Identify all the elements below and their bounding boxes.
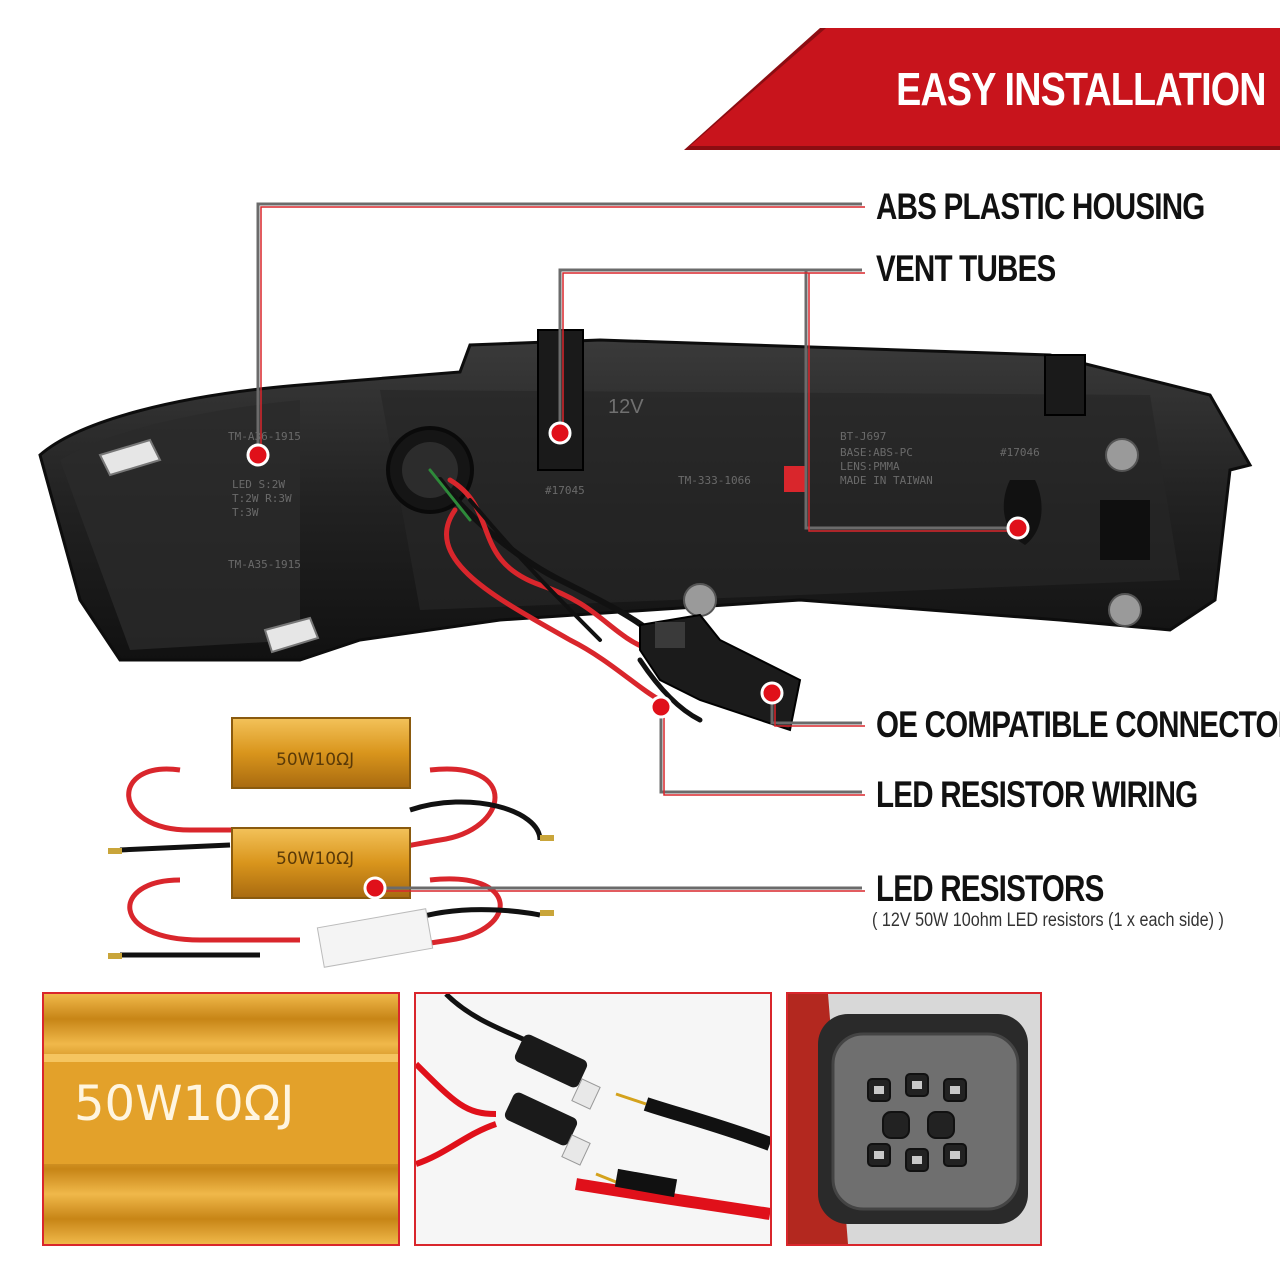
marker-vent-1 — [548, 421, 572, 445]
callout-housing: ABS PLASTIC HOUSING — [876, 186, 1205, 227]
marker-housing — [246, 443, 270, 467]
callout-resistors: LED RESISTORS — [876, 868, 1104, 909]
svg-text:TM-333-1066: TM-333-1066 — [678, 474, 751, 487]
connector-closeup-image — [788, 994, 1040, 1244]
wiring-harness — [428, 468, 703, 723]
svg-text:T:3W: T:3W — [232, 506, 259, 519]
leader-lines — [256, 202, 1021, 892]
callout-connector: OE COMPATIBLE CONNECTOR — [876, 704, 1280, 745]
svg-text:BASE:ABS-PC: BASE:ABS-PC — [840, 446, 913, 459]
resistor-closeup-label: 50W10ΩJ — [74, 1076, 295, 1132]
callout-vent-tubes: VENT TUBES — [876, 248, 1056, 289]
detail-panel-wiring — [414, 992, 772, 1246]
header-banner — [684, 28, 1280, 150]
marker-vent-2 — [1006, 516, 1030, 540]
svg-text:BT-J697: BT-J697 — [840, 430, 886, 443]
callout-markers — [246, 421, 1030, 900]
svg-text:T:2W R:3W: T:2W R:3W — [232, 492, 292, 505]
marker-connector — [760, 681, 784, 705]
oe-connector — [639, 613, 802, 732]
banner-title: EASY INSTALLATION — [896, 63, 1266, 115]
resistor-bottom-label: 50W10ΩJ — [276, 849, 354, 869]
resistor-top-label: 50W10ΩJ — [276, 750, 354, 770]
detail-panel-resistor: 50W10ΩJ — [42, 992, 400, 1246]
headlight-housing: TM-A36-1915 LED S:2W T:2W R:3W T:3W TM-A… — [38, 329, 1253, 662]
svg-text:TM-A35-1915: TM-A35-1915 — [228, 558, 301, 571]
svg-text:TM-A36-1915: TM-A36-1915 — [228, 430, 301, 443]
callout-resistors-note: ( 12V 50W 10ohm LED resistors (1 x each … — [872, 910, 1224, 931]
resistor-closeup-image — [44, 994, 398, 1244]
callout-wiring: LED RESISTOR WIRING — [876, 774, 1198, 815]
housing-voltage-label: 12V — [608, 396, 644, 418]
svg-text:MADE IN TAIWAN: MADE IN TAIWAN — [840, 474, 933, 487]
svg-text:#17046: #17046 — [1000, 446, 1040, 459]
marker-wiring — [649, 695, 673, 719]
wiring-closeup-image — [416, 994, 770, 1244]
detail-panel-connector — [786, 992, 1042, 1246]
svg-text:LENS:PMMA: LENS:PMMA — [840, 460, 900, 473]
marker-resistors — [363, 876, 387, 900]
resistor-pair — [108, 717, 554, 968]
svg-text:#17045: #17045 — [545, 484, 585, 497]
svg-text:LED S:2W: LED S:2W — [232, 478, 285, 491]
